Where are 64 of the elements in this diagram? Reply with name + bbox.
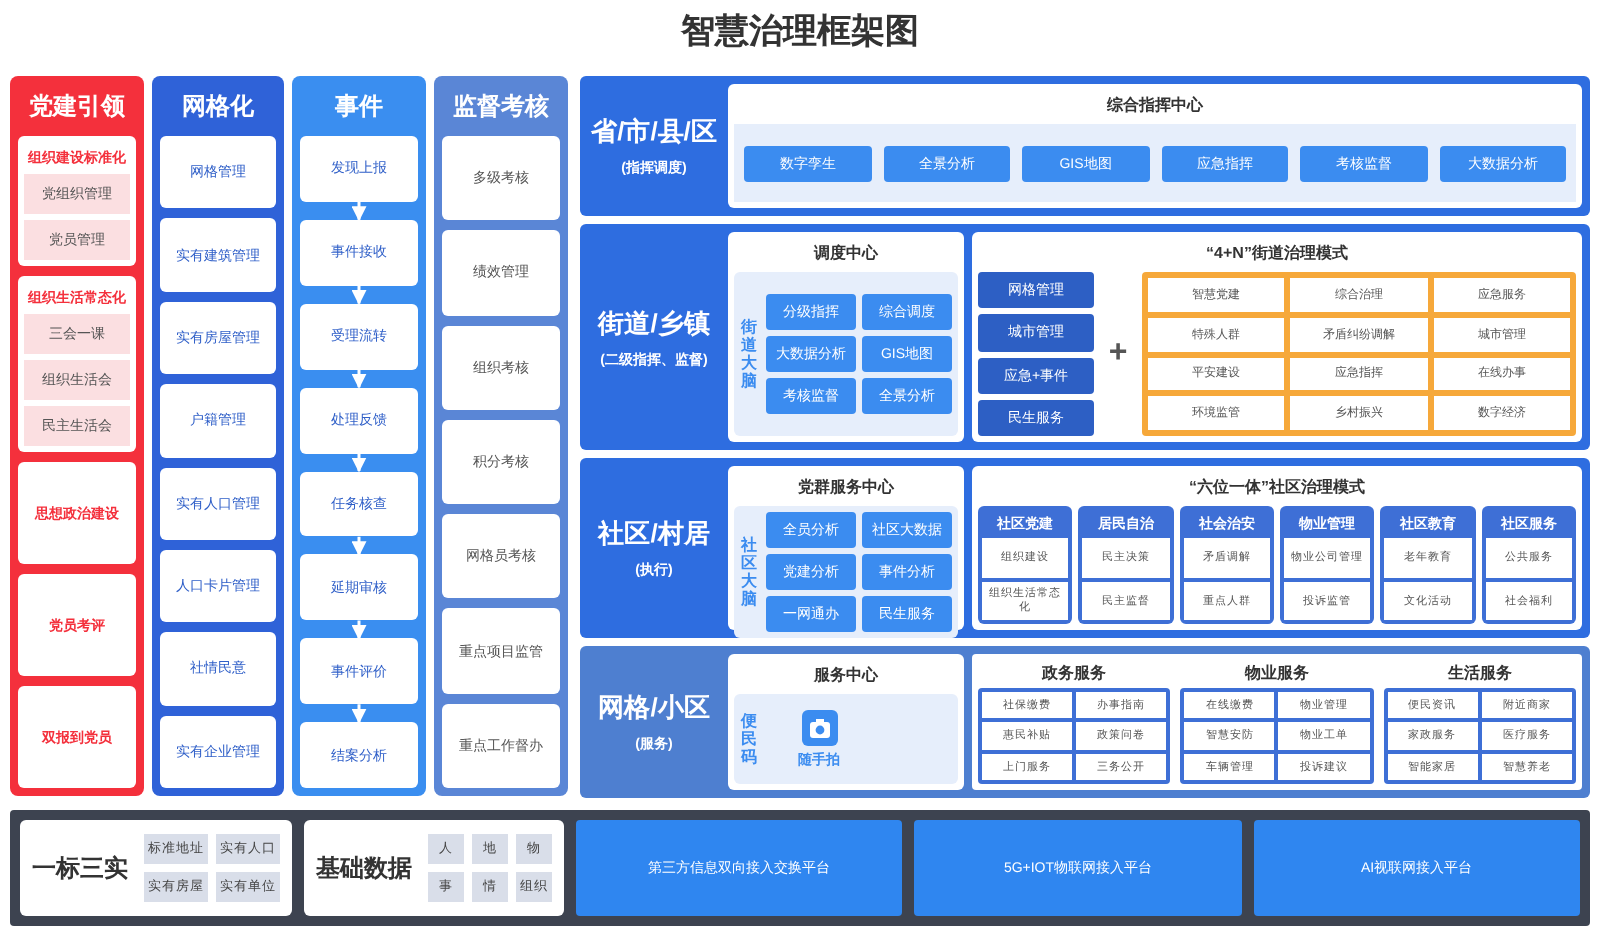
brain-title: 便民码 [740, 711, 758, 767]
level-title: 社区/村居 [598, 516, 710, 552]
service-group [1180, 660, 1374, 784]
center-panel [728, 232, 964, 442]
mode-group [1179, 506, 1274, 624]
arrow [351, 536, 367, 557]
column-header: 网格化 [182, 90, 254, 124]
brain-panel [734, 272, 958, 436]
arrow [351, 201, 367, 222]
foundation-panel [304, 820, 564, 916]
service-group [978, 660, 1171, 784]
foundation-band [10, 810, 1590, 926]
group-title: 生活服务 [1447, 662, 1512, 686]
level-band [580, 646, 1590, 798]
brain-title: 街道大脑 [740, 317, 758, 391]
panel-title: 基础数据 [316, 851, 412, 885]
column-header: 党建引领 [29, 90, 125, 124]
panel-title: 一标三实 [32, 851, 128, 885]
level-band [580, 224, 1590, 450]
column-panel [434, 76, 568, 796]
brain-panel [734, 694, 958, 784]
center-panel [972, 232, 1582, 442]
center-panel [972, 466, 1582, 630]
mode-group [1380, 506, 1476, 624]
mode-grid [1142, 272, 1576, 436]
mode-group [1078, 506, 1174, 624]
level-title: 网格/小区 [598, 690, 710, 726]
column-panel [292, 76, 426, 796]
arrow [351, 285, 367, 305]
brain-panel [734, 506, 958, 638]
brain-title: 社区大脑 [740, 535, 758, 609]
arrow [351, 704, 367, 724]
level-band [580, 76, 1590, 216]
mode-group [1279, 506, 1375, 624]
center-panel [728, 654, 964, 790]
mode-group [978, 506, 1073, 624]
group-title: 政务服务 [1042, 662, 1107, 686]
plus-sign: + [1108, 336, 1128, 372]
group-card [18, 136, 136, 266]
center-panel [728, 84, 1582, 208]
group-card [18, 276, 136, 452]
column-header: 事件 [335, 90, 383, 124]
arrow [351, 620, 367, 640]
center-panel [972, 654, 1582, 790]
level-title: 省/市/县/区 [591, 114, 717, 150]
column-panel [152, 76, 284, 796]
level-band [580, 458, 1590, 638]
service-group [1383, 660, 1576, 784]
panel-title: 调度中心 [814, 242, 878, 266]
group-title: 物业服务 [1244, 662, 1309, 686]
panel-title: “4+N”街道治理模式 [1206, 242, 1348, 266]
panel-title: 服务中心 [814, 664, 878, 688]
foundation-panel [20, 820, 292, 916]
panel-title: 党群服务中心 [798, 476, 894, 500]
column-header: 监督考核 [453, 90, 549, 124]
diagram-title: 智慧治理框架图 [681, 10, 919, 54]
snapshot-item [798, 709, 840, 769]
arrow [351, 453, 367, 473]
level-title: 街道/乡镇 [598, 305, 710, 341]
panel-title: 综合指挥中心 [1107, 94, 1203, 118]
arrow [351, 369, 367, 389]
column-panel [10, 76, 144, 796]
panel-title: “六位一体”社区治理模式 [1189, 476, 1365, 500]
mode-group [1481, 506, 1576, 624]
